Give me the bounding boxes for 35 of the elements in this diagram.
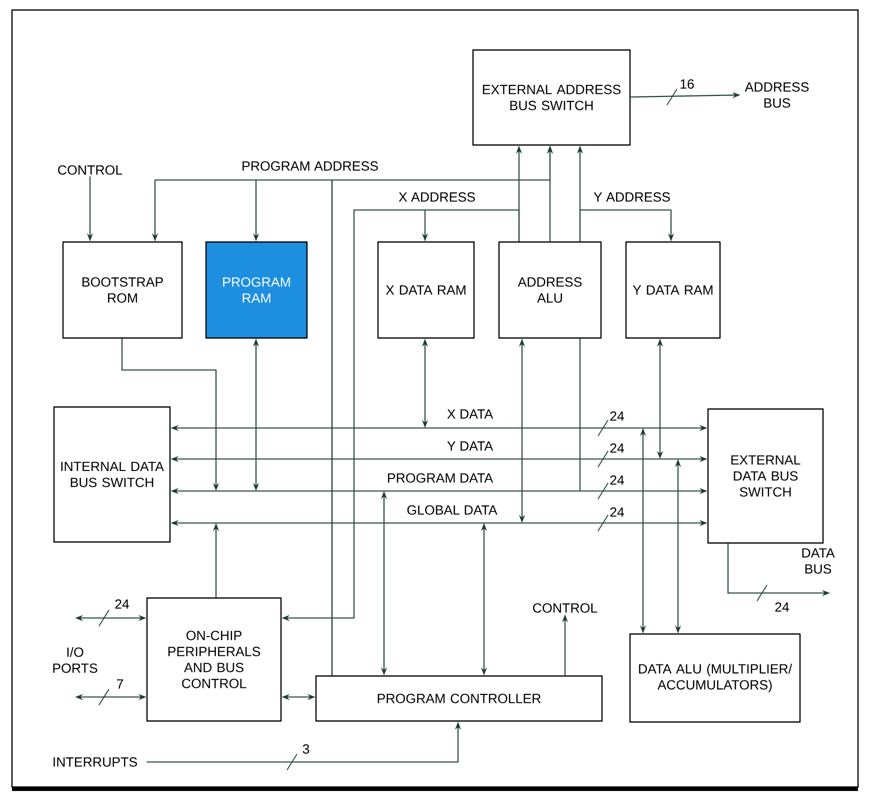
edge-label: Y DATA [447,441,494,451]
edge-label: X ADDRESS [398,192,475,202]
edge-label: 24 [115,599,130,609]
bus-width-label: 24 [610,475,624,485]
edge-label: 3 [302,744,310,754]
block-box: PROGRAM CONTROLLER [315,675,603,722]
block-box: BOOTSTRAP ROM [62,241,183,339]
arrow [579,209,674,242]
signal-label: I/O PORTS [53,647,98,673]
block-box: DATA ALU (MULTIPLIER/ ACCUMULATORS) [629,633,801,723]
edge-label: 16 [680,79,694,89]
block-box: EXTERNAL DATA BUS SWITCH [707,408,824,544]
block-box: X DATA RAM [377,241,475,339]
line [579,338,581,491]
signal-label: DATA BUS [802,548,835,574]
edge-label: GLOBAL DATA [407,505,498,515]
bus-width-label: 24 [610,411,624,421]
signal-text: CONTROL [533,603,598,613]
edge-label: PROGRAM ADDRESS [242,161,378,171]
block-box: Y DATA RAM [625,241,721,339]
edge-label: PROGRAM DATA [388,473,494,483]
block-box: PROGRAM RAM [205,241,308,339]
edge-label: 7 [116,679,124,689]
signal-text: INTERRUPTS [54,757,137,767]
block-box: EXTERNAL ADDRESS BUS SWITCH [472,49,631,146]
block-box: INTERNAL DATA BUS SWITCH [53,406,171,543]
signal-text: ADDRESS BUS [744,82,809,108]
bus-width-label: 24 [610,443,624,453]
edge-label: Y ADDRESS [594,192,670,202]
edge-label: X DATA [447,409,494,419]
block-box: ADDRESS ALU [498,241,602,339]
block-box: ON-CHIP PERIPHERALS AND BUS CONTROL [146,597,282,722]
bus-width-label: 24 [610,507,624,517]
signal-text: CONTROL [58,165,122,175]
edge-label: 24 [775,602,790,612]
